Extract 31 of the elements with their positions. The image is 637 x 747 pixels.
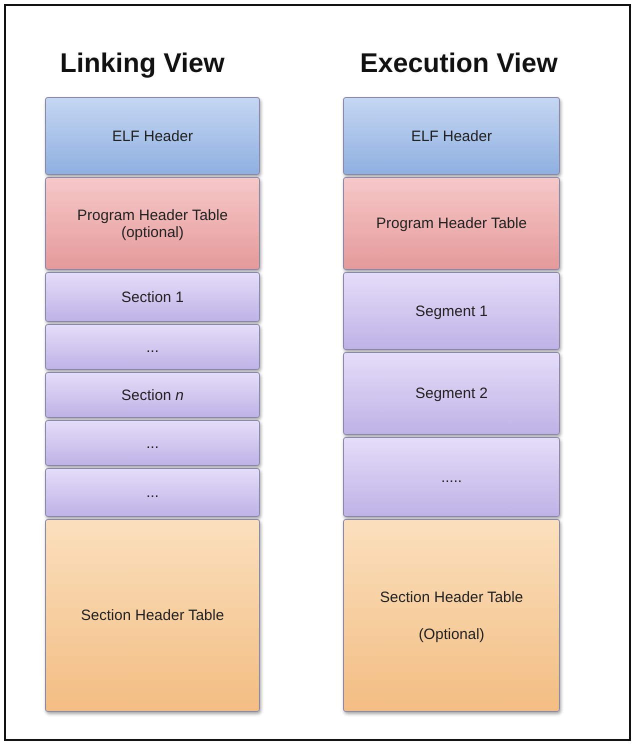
block-label: Section Header Table — [80, 607, 224, 624]
table-block — [343, 519, 560, 712]
block-label: Section 1 — [121, 288, 184, 306]
section-block — [45, 468, 260, 517]
block-label: Segment 1 — [415, 302, 488, 320]
section-block — [45, 272, 260, 322]
segment-block — [343, 352, 560, 435]
block-label: Section Header Table — [380, 588, 524, 606]
segment-block — [343, 272, 560, 350]
block-label: ELF Header — [112, 128, 193, 144]
block-label: Program Header Table (optional) — [76, 206, 229, 240]
column-title: Linking View — [60, 48, 225, 79]
column-title: Execution View — [360, 48, 558, 79]
table-block — [343, 177, 560, 270]
table-block — [45, 177, 260, 270]
segment-block — [343, 437, 560, 517]
header-block — [45, 97, 260, 175]
block-label: Program Header Table — [376, 215, 527, 232]
header-block — [343, 97, 560, 175]
block-label: Section n — [121, 386, 184, 404]
block-label: ... — [146, 484, 159, 501]
section-block — [45, 372, 260, 418]
block-note: (Optional) — [418, 626, 484, 642]
block-label: ... — [146, 434, 159, 452]
block-label: ELF Header — [411, 128, 492, 144]
section-block — [45, 420, 260, 466]
section-block — [45, 324, 260, 370]
block-label: ..... — [441, 468, 462, 486]
table-block — [45, 519, 260, 712]
block-label: ... — [146, 338, 159, 356]
block-label: Segment 2 — [415, 385, 488, 402]
